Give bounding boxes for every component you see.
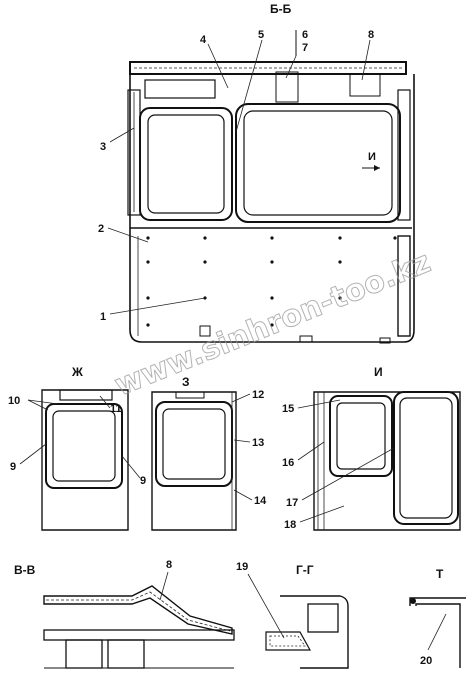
callout-16: 16 <box>282 457 294 469</box>
callout-15: 15 <box>282 403 294 415</box>
body-outline <box>129 74 415 343</box>
callout-4: 4 <box>200 34 207 46</box>
callout-8b: 8 <box>166 559 172 571</box>
right-pillar <box>397 89 411 221</box>
section-title-zh: Ж <box>71 365 83 379</box>
view-i: И 15 16 17 18 <box>282 365 461 531</box>
callout-13: 13 <box>252 437 264 449</box>
callout-20: 20 <box>420 655 432 667</box>
callout-8: 8 <box>368 29 374 41</box>
callout-19: 19 <box>236 561 248 573</box>
callout-14: 14 <box>254 495 267 507</box>
upper-bracket <box>144 79 216 99</box>
right-window-glass <box>243 110 393 216</box>
section-gg: Г-Г 19 <box>236 561 349 669</box>
left-window-frame <box>139 107 233 221</box>
right-window-frame <box>235 103 401 223</box>
callout-2: 2 <box>98 223 104 235</box>
callout-7: 7 <box>302 42 308 54</box>
section-title-bb: Б-Б <box>270 2 292 16</box>
callout-3: 3 <box>100 141 106 153</box>
view-z: З 12 13 14 <box>151 375 267 531</box>
watermark: www.sinhron-too.kz <box>110 245 436 404</box>
section-title-z: З <box>182 375 190 389</box>
callout-9a: 9 <box>10 461 16 473</box>
callout-10: 10 <box>8 395 20 407</box>
callout-9b: 9 <box>140 475 146 487</box>
section-vv: В-В 8 <box>14 559 235 669</box>
callout-18: 18 <box>284 519 296 531</box>
right-lower-column <box>397 235 411 337</box>
callout-6: 6 <box>302 29 308 41</box>
mount-plate <box>275 71 299 103</box>
view-t: Т 20 <box>409 567 466 668</box>
callout-12: 12 <box>252 389 264 401</box>
left-window-glass <box>147 114 225 214</box>
view-zh: Ж 10 11 9 9 <box>8 365 146 531</box>
section-title-t: Т <box>436 567 444 581</box>
view-marker: И <box>368 151 376 163</box>
callout-17: 17 <box>286 497 298 509</box>
callout-11: 11 <box>110 403 122 415</box>
roof-rail <box>129 61 407 75</box>
section-title-gg: Г-Г <box>296 563 314 577</box>
callout-5: 5 <box>258 29 264 41</box>
rivets <box>146 236 397 327</box>
main-view-bb: Б-Б И <box>98 2 415 344</box>
section-title-i: И <box>374 365 383 379</box>
section-title-vv: В-В <box>14 563 36 577</box>
callout-1: 1 <box>100 311 106 323</box>
mount-plate-8 <box>349 73 381 97</box>
